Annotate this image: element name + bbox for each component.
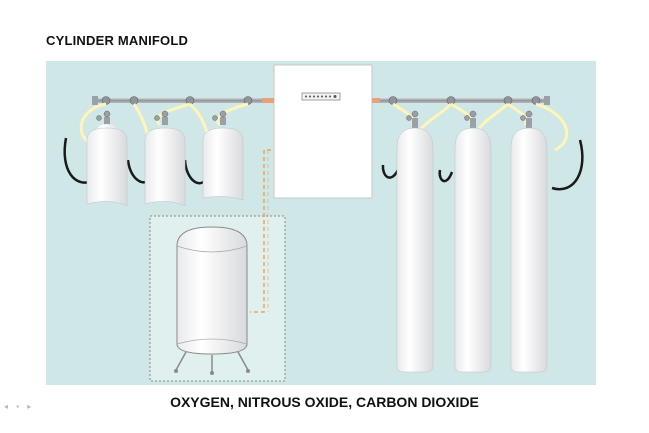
- right-header-pipe: [378, 98, 546, 103]
- tall-cylinder-valves: [406, 110, 533, 121]
- right-black-hoses: [381, 139, 584, 191]
- small-cylinder-3: [202, 117, 244, 201]
- control-unit: [273, 64, 373, 199]
- control-panel-indicators: [305, 95, 337, 98]
- tall-cylinder-2: [454, 118, 492, 373]
- small-cylinder-valves: [96, 110, 227, 121]
- storage-tank-legs: [175, 351, 249, 372]
- left-pipe-connector: [262, 98, 274, 103]
- header-valves: [101, 96, 541, 105]
- small-cylinder-2: [144, 117, 186, 207]
- left-pipe-end-cap: [92, 96, 98, 105]
- right-pipe-connector: [372, 98, 380, 103]
- diagram-title: CYLINDER MANIFOLD: [46, 33, 189, 48]
- tall-cylinder-1: [396, 118, 434, 373]
- right-flex-hoses: [392, 102, 569, 152]
- left-header-pipe: [97, 98, 270, 103]
- small-cylinder-1: [86, 117, 128, 207]
- slide-navigation-icons[interactable]: ◂ ▪ ▸: [4, 402, 35, 411]
- diagram-caption: OXYGEN, NITROUS OXIDE, CARBON DIOXIDE: [170, 394, 479, 410]
- tall-cylinder-3: [510, 118, 548, 373]
- storage-tank: [176, 226, 248, 355]
- right-pipe-end-cap: [544, 96, 550, 105]
- storage-tank-feet: [174, 369, 250, 375]
